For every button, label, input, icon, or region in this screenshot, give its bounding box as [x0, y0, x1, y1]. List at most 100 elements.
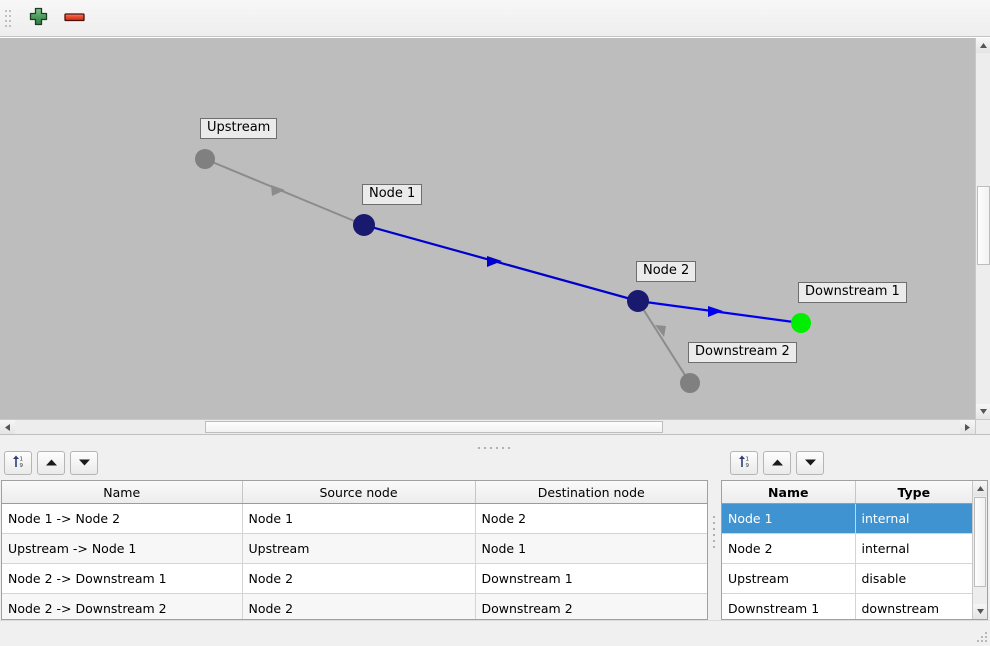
table-row[interactable]: Upstream -> Node 1 Upstream Node 1 — [2, 533, 707, 564]
remove-node-button[interactable] — [59, 4, 89, 32]
down-triangle-icon — [804, 456, 817, 470]
red-minus-icon — [63, 10, 85, 27]
canvas-vertical-scrollbar[interactable] — [975, 38, 990, 419]
graph-node-upstream — [195, 149, 215, 169]
column-header-name[interactable]: Name — [722, 481, 856, 504]
connections-table: Name Source node Destination node Node 1… — [2, 481, 707, 619]
node-label-downstream2[interactable]: Downstream 2 — [688, 342, 797, 363]
vertical-splitter[interactable] — [710, 446, 720, 620]
nodes-table: Name Type Node 1 internal Node 2 interna… — [722, 481, 972, 619]
main-toolbar — [0, 0, 990, 37]
node-label-upstream[interactable]: Upstream — [200, 118, 278, 139]
table-row[interactable]: Downstream 1 downstream — [722, 593, 972, 619]
edge-node2-downstream1 — [637, 299, 802, 325]
svg-text:9: 9 — [19, 463, 23, 469]
nodes-move-down-button[interactable] — [796, 451, 824, 475]
graph-svg — [195, 149, 811, 393]
cell-destination: Downstream 1 — [475, 563, 707, 594]
add-node-button[interactable] — [23, 4, 53, 32]
down-triangle-icon — [78, 456, 91, 470]
green-plus-icon — [29, 7, 48, 29]
bottom-panels: 1 9 — [0, 446, 990, 620]
cell-destination: Node 2 — [475, 503, 707, 534]
splitter-grip — [478, 439, 512, 449]
cell-name: Upstream -> Node 1 — [2, 533, 243, 564]
cell-name: Node 2 -> Downstream 1 — [2, 563, 243, 594]
canvas-horizontal-scroll-thumb[interactable] — [205, 421, 663, 433]
cell-name: Upstream — [722, 563, 856, 594]
nodes-table-scroll-thumb[interactable] — [974, 497, 986, 587]
nodes-table-header-row: Name Type — [722, 481, 972, 504]
diagram-area: Upstream Node 1 Node 2 Downstream 1 Down… — [0, 37, 990, 434]
node-label-downstream1[interactable]: Downstream 1 — [798, 282, 907, 303]
connections-table-wrap: Name Source node Destination node Node 1… — [1, 480, 708, 620]
cell-type: downstream — [855, 593, 972, 619]
cell-source: Node 2 — [242, 593, 476, 619]
cell-name: Node 2 — [722, 533, 856, 564]
graph-canvas[interactable]: Upstream Node 1 Node 2 Downstream 1 Down… — [0, 38, 975, 419]
cell-destination: Downstream 2 — [475, 593, 707, 619]
table-row[interactable]: Node 2 -> Downstream 2 Node 2 Downstream… — [2, 593, 707, 619]
cell-name: Node 1 -> Node 2 — [2, 503, 243, 534]
cell-type: internal — [855, 533, 972, 564]
edge-node1-node2 — [363, 223, 639, 303]
canvas-horizontal-scrollbar[interactable] — [0, 419, 975, 434]
nodes-table-vertical-scrollbar[interactable] — [972, 481, 987, 619]
connections-panel: 1 9 — [0, 446, 710, 620]
toolbar-drag-handle[interactable] — [4, 7, 13, 29]
cell-destination: Node 1 — [475, 533, 707, 564]
nodes-move-up-button[interactable] — [763, 451, 791, 475]
graph-node-downstream1 — [791, 313, 811, 333]
column-header-destination-node[interactable]: Destination node — [475, 481, 707, 504]
scrollbar-corner — [975, 419, 990, 434]
up-triangle-icon — [771, 456, 784, 470]
column-header-type[interactable]: Type — [855, 481, 972, 504]
cell-type: disable — [855, 563, 972, 594]
scroll-up-arrow-icon[interactable] — [973, 481, 987, 496]
scroll-up-arrow-icon[interactable] — [976, 38, 990, 53]
nodes-table-wrap: Name Type Node 1 internal Node 2 interna… — [721, 480, 988, 620]
table-row[interactable]: Node 1 internal — [722, 503, 972, 534]
connections-sort-button[interactable]: 1 9 — [4, 451, 32, 475]
nodes-toolbar: 1 9 — [720, 446, 990, 480]
node-label-node1[interactable]: Node 1 — [362, 184, 423, 205]
table-row[interactable]: Upstream disable — [722, 563, 972, 594]
svg-text:9: 9 — [745, 463, 749, 469]
table-row[interactable]: Node 2 -> Downstream 1 Node 2 Downstream… — [2, 563, 707, 594]
cell-type: internal — [855, 503, 972, 534]
splitter-grip-vertical — [713, 516, 716, 550]
sort-arrow-icon: 1 9 — [11, 454, 26, 472]
table-row[interactable]: Node 1 -> Node 2 Node 1 Node 2 — [2, 503, 707, 534]
graph-node-node2 — [627, 290, 649, 312]
node-label-node2[interactable]: Node 2 — [636, 261, 697, 282]
svg-text:1: 1 — [745, 457, 749, 463]
svg-text:1: 1 — [19, 457, 23, 463]
cell-source: Node 2 — [242, 563, 476, 594]
connections-table-header-row: Name Source node Destination node — [2, 481, 707, 504]
cell-name: Node 1 — [722, 503, 856, 534]
cell-name: Node 2 -> Downstream 2 — [2, 593, 243, 619]
connections-toolbar: 1 9 — [0, 446, 710, 480]
scroll-down-arrow-icon[interactable] — [973, 604, 987, 619]
cell-name: Downstream 1 — [722, 593, 856, 619]
column-header-name[interactable]: Name — [2, 481, 243, 504]
scroll-down-arrow-icon[interactable] — [976, 404, 990, 419]
table-row[interactable]: Node 2 internal — [722, 533, 972, 564]
graph-node-downstream2 — [680, 373, 700, 393]
nodes-sort-button[interactable]: 1 9 — [730, 451, 758, 475]
scroll-right-arrow-icon[interactable] — [960, 420, 975, 434]
scroll-left-arrow-icon[interactable] — [0, 420, 15, 434]
column-header-source-node[interactable]: Source node — [242, 481, 476, 504]
horizontal-splitter[interactable] — [0, 434, 990, 449]
sort-arrow-icon: 1 9 — [737, 454, 752, 472]
window-resize-grip[interactable] — [976, 631, 988, 643]
canvas-vertical-scroll-thumb[interactable] — [977, 186, 990, 265]
connections-move-up-button[interactable] — [37, 451, 65, 475]
connections-move-down-button[interactable] — [70, 451, 98, 475]
cell-source: Upstream — [242, 533, 476, 564]
up-triangle-icon — [45, 456, 58, 470]
edge-node2-downstream2 — [637, 300, 691, 384]
graph-node-node1 — [353, 214, 375, 236]
status-bar — [0, 620, 990, 645]
